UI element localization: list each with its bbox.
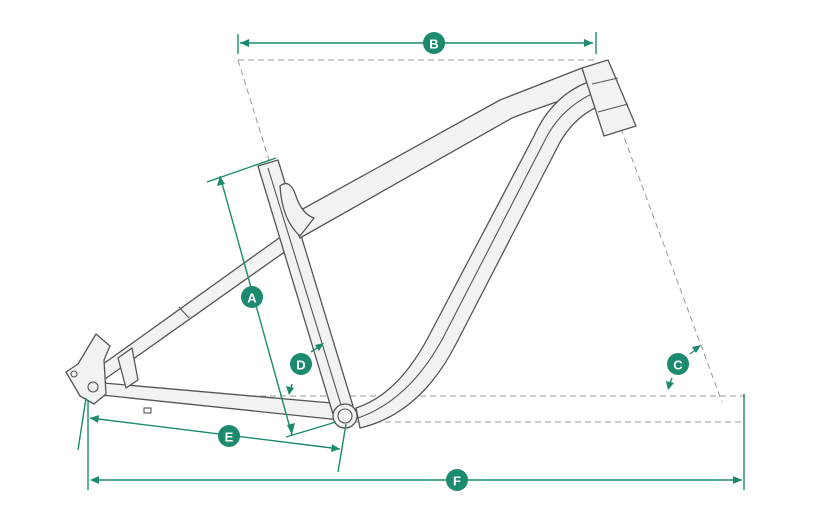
dimension-c-arrowhead-lower xyxy=(666,381,674,390)
seat-tube xyxy=(257,159,354,415)
label-badge-d: D xyxy=(290,353,312,375)
dropout-hole xyxy=(70,370,78,378)
bottom-bracket-shell xyxy=(332,403,358,429)
label-b-text: B xyxy=(429,37,438,52)
dimension-e-tick-right xyxy=(337,423,347,473)
down-tube xyxy=(355,81,605,429)
dimension-e-arrow-left xyxy=(90,415,99,423)
dimension-a-arrow-top xyxy=(217,176,225,186)
label-a-text: A xyxy=(247,291,257,306)
head-tube-upper-band xyxy=(591,77,619,85)
head-axis-extension xyxy=(613,109,723,403)
dimension-f-arrow-left xyxy=(90,476,99,484)
dimension-d-arrowhead-lower xyxy=(286,386,294,395)
dimension-a-arrow-bottom xyxy=(287,423,295,435)
label-f-text: F xyxy=(453,474,461,489)
label-badge-c: C xyxy=(667,353,689,375)
bottom-bracket-inner xyxy=(337,408,353,424)
label-e-text: E xyxy=(225,430,234,445)
dimension-d-arrowhead-upper xyxy=(315,343,324,351)
label-c-text: C xyxy=(673,358,683,373)
label-badge-b: B xyxy=(423,32,445,54)
label-badge-a: A xyxy=(241,286,263,308)
rear-axle xyxy=(87,381,99,393)
seatstay-yoke xyxy=(117,347,139,389)
label-badge-f: F xyxy=(446,469,468,491)
dimension-b-arrow-right xyxy=(584,39,593,47)
label-d-text: D xyxy=(296,358,305,373)
seat-tube-centerline xyxy=(267,167,342,406)
head-tube xyxy=(581,59,637,137)
dimension-a-tick-bottom xyxy=(285,421,337,438)
dimension-f-arrow-right xyxy=(733,476,742,484)
seatstay-bridge xyxy=(178,306,190,319)
head-tube-lower-band xyxy=(597,103,629,113)
down-tube-line xyxy=(357,91,597,419)
dimension-e-tick-left xyxy=(77,397,87,451)
dimension-c-arrowhead-upper xyxy=(692,345,701,353)
seat-tube-gusset xyxy=(279,182,315,237)
dimension-e-arrow-right xyxy=(331,444,340,452)
chainstay-mount xyxy=(143,407,152,414)
bike-frame xyxy=(65,59,637,429)
dimension-b-arrow-left xyxy=(240,39,249,47)
dimension-e-line xyxy=(89,417,341,450)
dimension-lines xyxy=(77,32,745,490)
rear-dropout xyxy=(65,333,111,405)
dimension-a-tick-top xyxy=(206,157,277,183)
label-badge-e: E xyxy=(218,425,240,447)
chainstay xyxy=(91,381,344,421)
